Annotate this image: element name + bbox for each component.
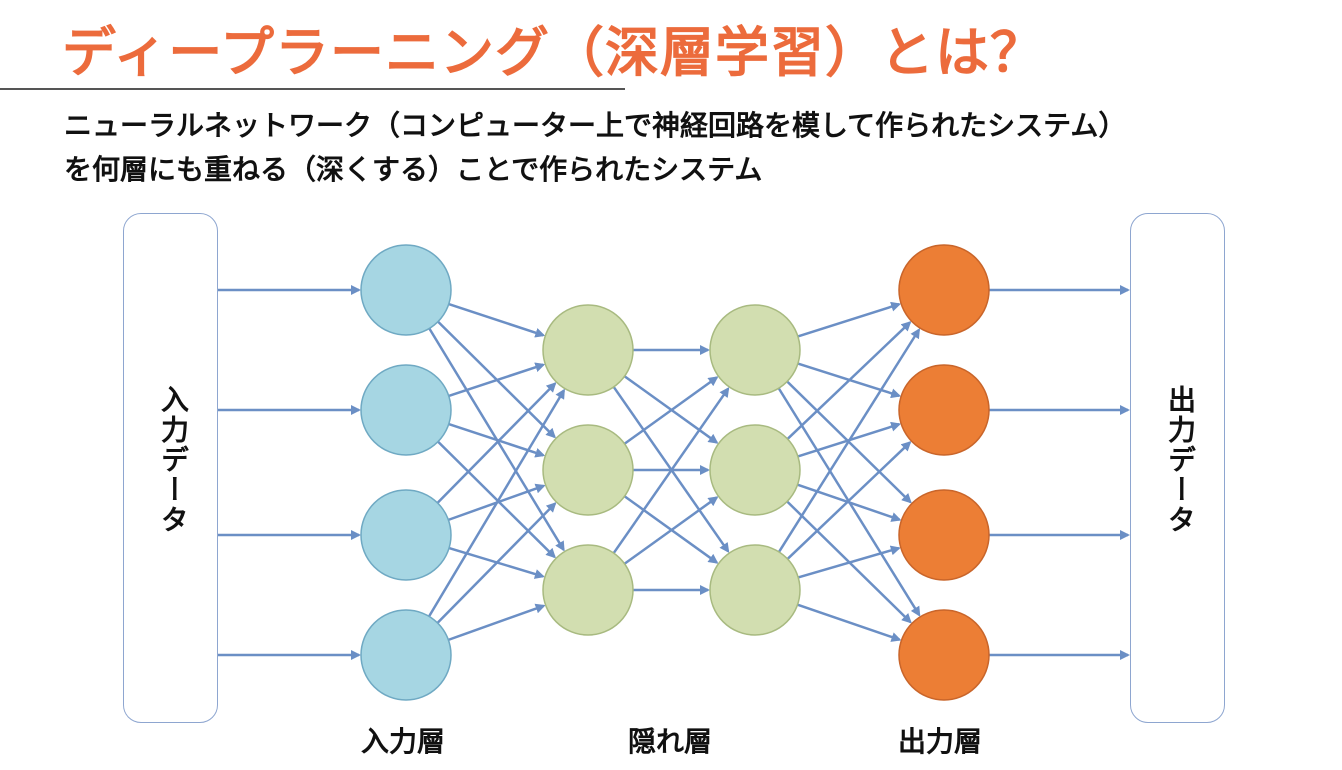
edge-l2-2-2 — [797, 545, 901, 579]
edge-l1-2-1 — [623, 496, 719, 565]
description: ニューラルネットワーク（コンピューター上で神経回路を模して作られたシステム） を… — [64, 104, 1126, 192]
edge-l0-1-0 — [448, 362, 546, 398]
edge-l1-2-0 — [612, 386, 730, 554]
edge-l0-3-1 — [436, 502, 557, 624]
page-title: ディープラーニング（深層学習）とは？ — [62, 21, 1045, 84]
input-layer-label: 入力層 — [361, 725, 446, 758]
output-data-label: 出力データ — [1164, 385, 1197, 535]
hidden2-node-0 — [709, 304, 801, 396]
edge-l0-3-0 — [427, 388, 565, 617]
edge-l2-2-1 — [786, 441, 912, 560]
input-data-label: 入力データ — [157, 385, 190, 535]
edge-l2-2-3 — [797, 603, 902, 642]
input-node-2 — [360, 489, 452, 581]
output-node-1 — [898, 364, 990, 456]
input-node-1 — [360, 364, 452, 456]
output-node-2 — [898, 489, 990, 581]
output-layer-label: 出力層 — [898, 725, 983, 758]
edge-l0-0-0 — [448, 302, 546, 338]
input-node-3 — [360, 609, 452, 701]
edge-l0-2-0 — [436, 382, 557, 504]
input-data-box — [123, 213, 218, 723]
output-data-box — [1130, 213, 1225, 723]
description-line-2: を何層にも重ねる（深くする）ことで作られたシステム — [64, 153, 763, 186]
hidden1-node-1 — [542, 424, 634, 516]
input-node-0 — [360, 244, 452, 336]
hidden2-node-2 — [709, 544, 801, 636]
hidden-layer-label: 隠れ層 — [628, 725, 713, 758]
edge-l2-2-0 — [777, 328, 921, 553]
output-node-3 — [898, 609, 990, 701]
description-line-1: ニューラルネットワーク（コンピューター上で神経回路を模して作られたシステム） — [64, 109, 1127, 142]
edge-l1-1-0 — [623, 376, 719, 445]
output-node-0 — [898, 244, 990, 336]
hidden2-node-1 — [709, 424, 801, 516]
title-divider — [0, 88, 625, 90]
edge-l0-1-2 — [437, 440, 557, 559]
edge-l2-1-0 — [786, 321, 912, 440]
hidden1-node-0 — [542, 304, 634, 396]
network-nodes — [360, 244, 990, 701]
edge-l2-0-0 — [797, 301, 902, 338]
hidden1-node-2 — [542, 544, 634, 636]
edge-l0-3-2 — [447, 603, 546, 642]
connection-edges — [218, 285, 1130, 660]
